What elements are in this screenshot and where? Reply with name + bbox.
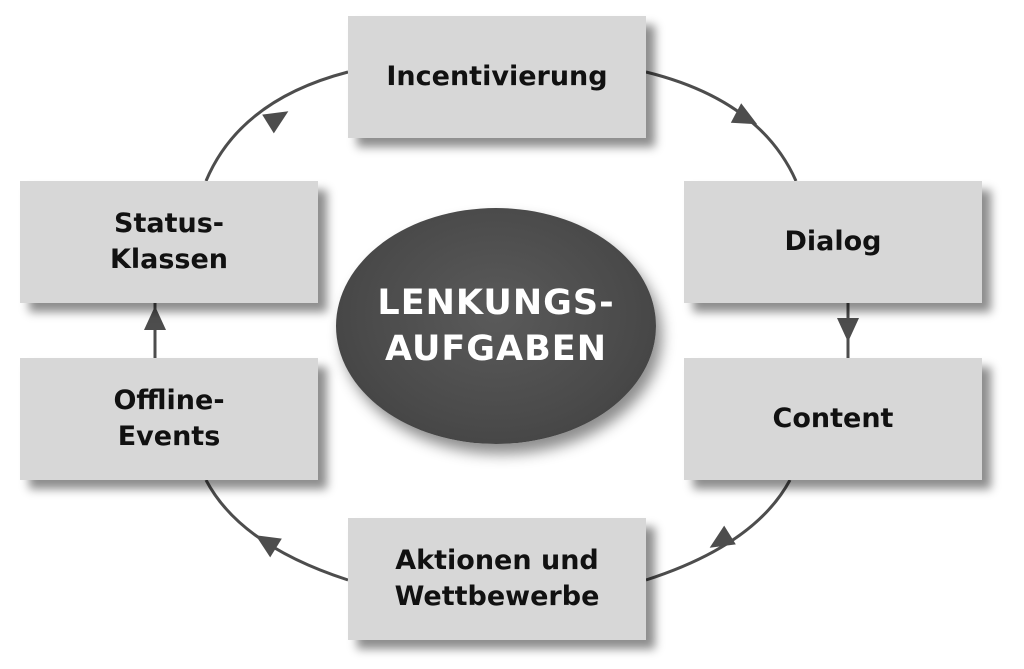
center-title-line1: LENKUNGS- <box>377 283 615 323</box>
arrowhead-icon <box>730 103 758 125</box>
arrowhead-icon <box>709 525 736 548</box>
box-content: Content <box>684 358 982 480</box>
box-incentivierung: Incentivierung <box>348 16 646 138</box>
box-dialog: Dialog <box>684 181 982 303</box>
connector-incentivierung-to-dialog <box>645 70 798 182</box>
box-offline-events: Offline- Events <box>20 358 318 480</box>
center-ellipse: LENKUNGS- AUFGABEN <box>336 208 656 444</box>
status-label-line2: Klassen <box>109 244 229 275</box>
incentivierung-label: Incentivierung <box>386 61 608 92</box>
connector-content-to-aktionen <box>645 479 792 582</box>
connector-status-to-incentivierung <box>204 70 349 182</box>
arrowhead-icon <box>262 111 289 134</box>
arrowhead-icon <box>144 306 166 330</box>
aktionen-label-line1: Aktionen und <box>395 545 599 576</box>
status-label-line1: Status- <box>114 208 224 239</box>
dialog-label: Dialog <box>784 226 882 257</box>
offline-label-line2: Events <box>117 421 221 452</box>
offline-label-line1: Offline- <box>113 385 225 416</box>
box-aktionen-wettbewerbe: Aktionen und Wettbewerbe <box>348 518 646 640</box>
box-status-klassen: Status- Klassen <box>20 181 318 303</box>
arrowhead-icon <box>837 318 859 342</box>
aktionen-label-line2: Wettbewerbe <box>394 581 600 612</box>
content-label: Content <box>772 403 894 434</box>
connector-aktionen-to-offline <box>204 479 349 582</box>
center-title-line2: AUFGABEN <box>384 329 608 369</box>
arrowhead-icon <box>255 535 282 558</box>
